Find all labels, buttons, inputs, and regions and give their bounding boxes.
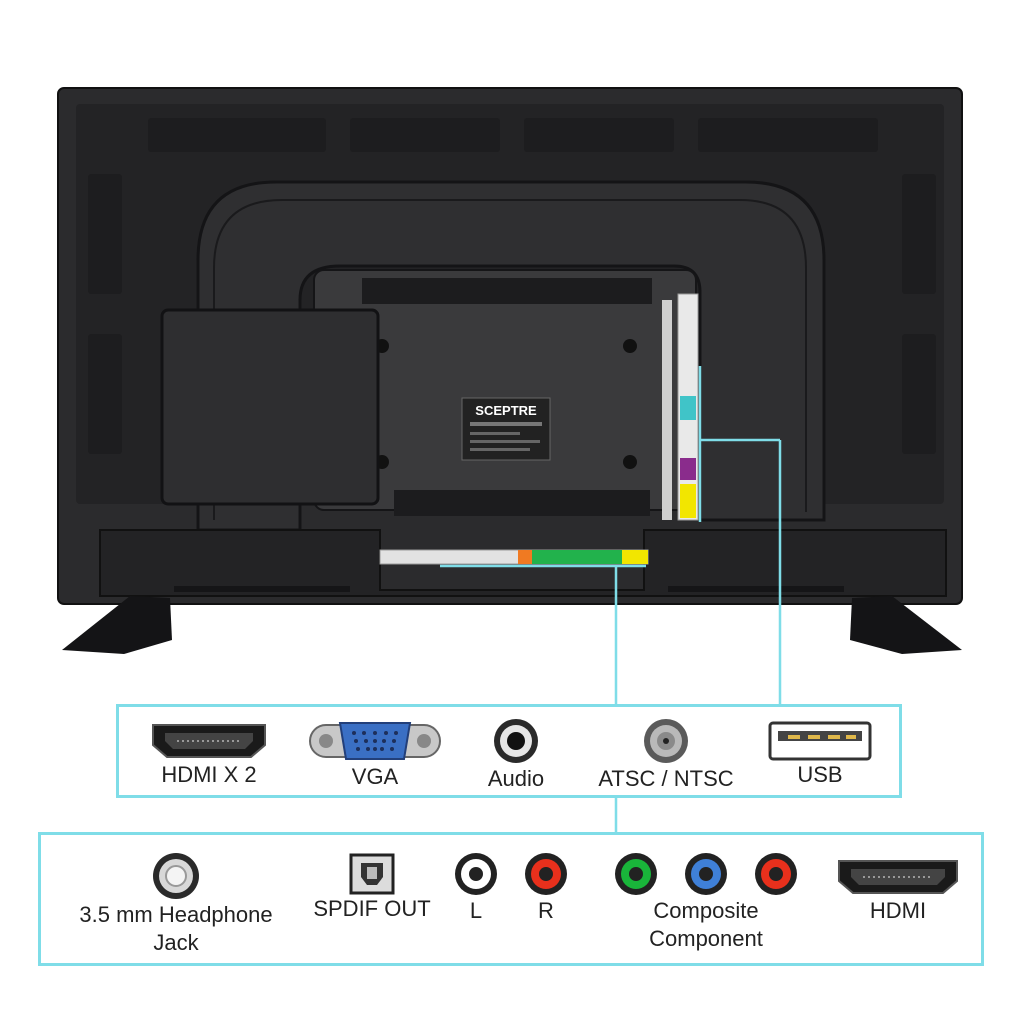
bottom-port-label: HDMI (869, 898, 927, 923)
power-cover (160, 308, 380, 506)
brand-badge: SCEPTRE (475, 403, 537, 418)
side-port-vga: VGA (305, 719, 445, 791)
bottom-port-hdmi: HDMI (833, 857, 963, 925)
hdmi-port-icon (838, 860, 958, 894)
vga-port-icon (309, 722, 441, 760)
bottom-ports-panel: 3.5 mm Headphone Jack SPDIF OUT L R (38, 832, 984, 966)
rca-white-icon (455, 853, 497, 895)
side-ports-panel: HDMI X 2 VGA Audio ATS (116, 704, 902, 798)
coax-antenna-icon (644, 719, 688, 763)
headphone-jack-icon (153, 853, 199, 899)
rca-red-icon (525, 853, 567, 895)
hdmi-port-icon (152, 724, 266, 758)
side-port-label: USB (797, 762, 843, 787)
bottom-port-label: L (469, 898, 483, 923)
side-port-hdmi: HDMI X 2 (149, 721, 269, 789)
bottom-port-label: R (538, 898, 554, 923)
bottom-port-spdif: SPDIF OUT (307, 853, 437, 923)
side-port-usb: USB (765, 721, 875, 789)
bottom-port-label: 3.5 mm Headphone Jack (79, 902, 273, 955)
audio-jack-icon (494, 719, 538, 763)
rca-green-blue-red-icons (615, 853, 797, 895)
side-port-label: VGA (351, 764, 399, 789)
side-port-label: Audio (487, 766, 545, 791)
side-port-label: HDMI X 2 (161, 762, 257, 787)
right-stand (850, 596, 962, 654)
side-port-antenna: ATSC / NTSC (591, 717, 741, 793)
bottom-port-label: Composite Component (649, 898, 763, 951)
bottom-port-audio-left: L (451, 851, 501, 925)
left-stand (62, 596, 172, 654)
bottom-port-composite-component: Composite Component (601, 851, 811, 953)
optical-spdif-icon (349, 853, 395, 895)
usb-port-icon (768, 721, 872, 761)
side-port-audio: Audio (471, 717, 561, 793)
bottom-port-label: SPDIF OUT (313, 896, 431, 921)
bottom-port-audio-right: R (521, 851, 571, 925)
side-port-label: ATSC / NTSC (598, 766, 734, 791)
bottom-port-headphone: 3.5 mm Headphone Jack (51, 851, 301, 957)
